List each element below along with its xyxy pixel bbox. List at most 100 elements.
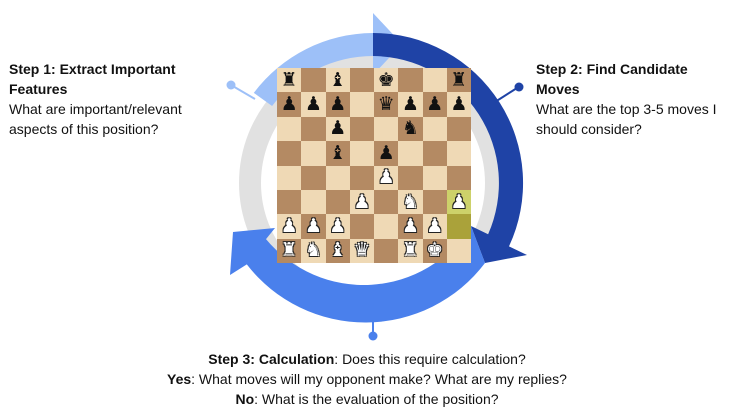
black-rook-icon: ♜: [280, 68, 298, 91]
square-a4: [277, 165, 302, 190]
black-bishop-icon: ♝: [329, 68, 347, 91]
step1-text: Step 1: Extract Important Features What …: [9, 59, 209, 139]
square-b3: [301, 189, 326, 215]
step2-title: Step 2: Find Candidate Moves: [536, 61, 688, 97]
square-d8: [349, 68, 374, 93]
square-a5: [277, 141, 302, 166]
square-c2: ♟: [325, 214, 350, 239]
square-g2: ♟: [422, 214, 447, 239]
step2-description: What are the top 3-5 moves I should cons…: [536, 101, 717, 137]
arc-step3: [230, 226, 485, 323]
square-d2: [349, 214, 374, 239]
connector-step2: [494, 87, 518, 103]
white-pawn-icon: ♟: [304, 214, 322, 237]
square-b7: ♟: [301, 92, 326, 117]
square-d6: [349, 116, 374, 142]
square-d5: [349, 141, 374, 166]
white-pawn-icon: ♟: [401, 214, 419, 237]
step1-description: What are important/relevant aspects of t…: [9, 101, 182, 137]
square-h1: [446, 238, 471, 263]
connector-dot-step1: [226, 80, 236, 90]
white-pawn-icon: ♟: [329, 214, 347, 237]
step2-text: Step 2: Find Candidate Moves What are th…: [536, 59, 732, 139]
arc-step2: [373, 32, 527, 264]
square-f7: ♟: [398, 92, 423, 117]
square-c4: [325, 165, 350, 190]
white-pawn-icon: ♟: [377, 166, 395, 189]
square-g4: [422, 165, 447, 190]
black-pawn-icon: ♟: [280, 93, 298, 116]
connector-step1: [230, 84, 256, 100]
square-b2: ♟: [301, 214, 326, 239]
step3-description: : Does this require calculation?: [334, 351, 526, 367]
square-h5: [446, 141, 471, 166]
square-h4: [446, 165, 471, 190]
square-e1: [374, 238, 399, 263]
square-e6: [374, 116, 399, 142]
square-b4: [301, 165, 326, 190]
square-g8: [422, 68, 447, 93]
square-f6: ♞: [398, 116, 423, 142]
white-pawn-icon: ♟: [280, 214, 298, 237]
connector-dot-step2: [514, 82, 524, 92]
square-g1: ♚: [422, 238, 447, 263]
step3-text: Step 3: Calculation: Does this require c…: [0, 349, 734, 409]
black-pawn-icon: ♟: [304, 93, 322, 116]
square-f5: [398, 141, 423, 166]
black-knight-icon: ♞: [401, 117, 419, 140]
step1-title: Step 1: Extract Important Features: [9, 61, 176, 97]
black-rook-icon: ♜: [450, 68, 468, 91]
square-b6: [301, 116, 326, 142]
square-b1: ♞: [301, 238, 326, 263]
black-bishop-icon: ♝: [329, 141, 347, 164]
white-knight-icon: ♞: [304, 239, 322, 262]
white-king-icon: ♚: [426, 239, 444, 262]
black-queen-icon: ♛: [377, 93, 395, 116]
square-b5: [301, 141, 326, 166]
square-h3: ♟: [446, 189, 471, 215]
black-pawn-icon: ♟: [426, 93, 444, 116]
white-knight-icon: ♞: [401, 190, 419, 213]
white-rook-icon: ♜: [280, 239, 298, 262]
black-pawn-icon: ♟: [329, 93, 347, 116]
square-f2: ♟: [398, 214, 423, 239]
square-g5: [422, 141, 447, 166]
black-pawn-icon: ♟: [401, 93, 419, 116]
white-bishop-icon: ♝: [329, 239, 347, 262]
black-king-icon: ♚: [377, 68, 395, 91]
square-b8: [301, 68, 326, 93]
square-g6: [422, 116, 447, 142]
square-f1: ♜: [398, 238, 423, 263]
white-pawn-icon: ♟: [426, 214, 444, 237]
square-c1: ♝: [325, 238, 350, 263]
white-queen-icon: ♛: [353, 239, 371, 262]
step3-yes-text: : What moves will my opponent make? What…: [191, 371, 567, 387]
white-rook-icon: ♜: [401, 239, 419, 262]
square-h6: [446, 116, 471, 142]
square-a8: ♜: [277, 68, 302, 93]
square-e8: ♚: [374, 68, 399, 93]
square-c5: ♝: [325, 141, 350, 166]
step3-title: Step 3: Calculation: [208, 351, 335, 367]
square-c7: ♟: [325, 92, 350, 117]
chessboard: ♜♝♚♜♟♟♟♛♟♟♟♟♞♝♟♟♟♞♟♟♟♟♟♟♜♞♝♛♜♚: [277, 68, 471, 263]
square-f3: ♞: [398, 189, 423, 215]
square-c3: [325, 189, 350, 215]
connector-dot-step3: [368, 331, 378, 341]
square-e3: [374, 189, 399, 215]
white-pawn-icon: ♟: [450, 190, 468, 213]
square-e7: ♛: [374, 92, 399, 117]
black-pawn-icon: ♟: [329, 117, 347, 140]
square-h7: ♟: [446, 92, 471, 117]
step3-yes-label: Yes: [167, 371, 192, 387]
square-e4: ♟: [374, 165, 399, 190]
square-a1: ♜: [277, 238, 302, 263]
step3-no-text: : What is the evaluation of the position…: [254, 391, 499, 407]
square-e5: ♟: [374, 141, 399, 166]
square-a6: [277, 116, 302, 142]
square-f8: [398, 68, 423, 93]
square-d7: [349, 92, 374, 117]
square-f4: [398, 165, 423, 190]
square-h2: [446, 214, 471, 239]
square-a3: [277, 189, 302, 215]
